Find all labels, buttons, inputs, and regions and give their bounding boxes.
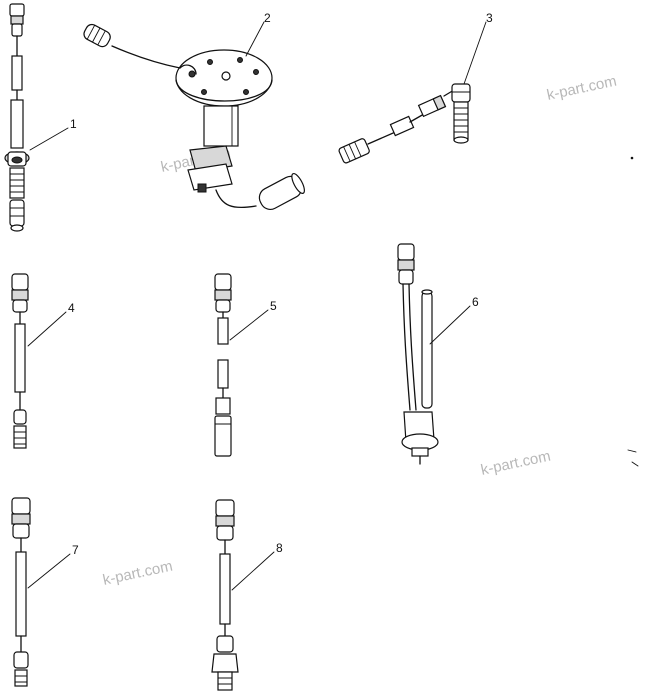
callout-8: 8 <box>231 541 283 591</box>
callout-3: 3 <box>463 11 493 85</box>
callout-8-label: 8 <box>276 541 283 555</box>
callout-4-label: 4 <box>68 301 75 315</box>
part-3-angled-sensor <box>338 83 471 164</box>
part-6-dual-wire-sensor <box>397 243 439 465</box>
callout-1: 1 <box>29 117 77 151</box>
callout-6-label: 6 <box>472 295 479 309</box>
callout-2: 2 <box>245 11 271 57</box>
callout-4: 4 <box>27 301 75 347</box>
stray-mark <box>627 449 639 467</box>
part-8-pressure-sensor <box>211 499 239 691</box>
watermark: k-part.com <box>545 73 618 104</box>
callout-3-label: 3 <box>486 11 493 25</box>
watermark: k-part.com <box>479 448 552 479</box>
callout-6: 6 <box>429 295 479 345</box>
watermark: k-part.com <box>101 558 174 589</box>
callout-1-label: 1 <box>70 117 77 131</box>
part-5-sensor <box>214 273 232 457</box>
part-4-sensor <box>11 273 29 449</box>
part-2-fuel-level-sender <box>83 23 305 210</box>
callout-5: 5 <box>229 299 277 341</box>
part-7-sensor <box>11 497 31 687</box>
callout-5-label: 5 <box>270 299 277 313</box>
callout-7-label: 7 <box>72 543 79 557</box>
callout-7: 7 <box>27 543 79 589</box>
stray-dot <box>630 156 634 160</box>
callout-2-label: 2 <box>264 11 271 25</box>
part-1-temperature-sensor <box>4 3 30 232</box>
